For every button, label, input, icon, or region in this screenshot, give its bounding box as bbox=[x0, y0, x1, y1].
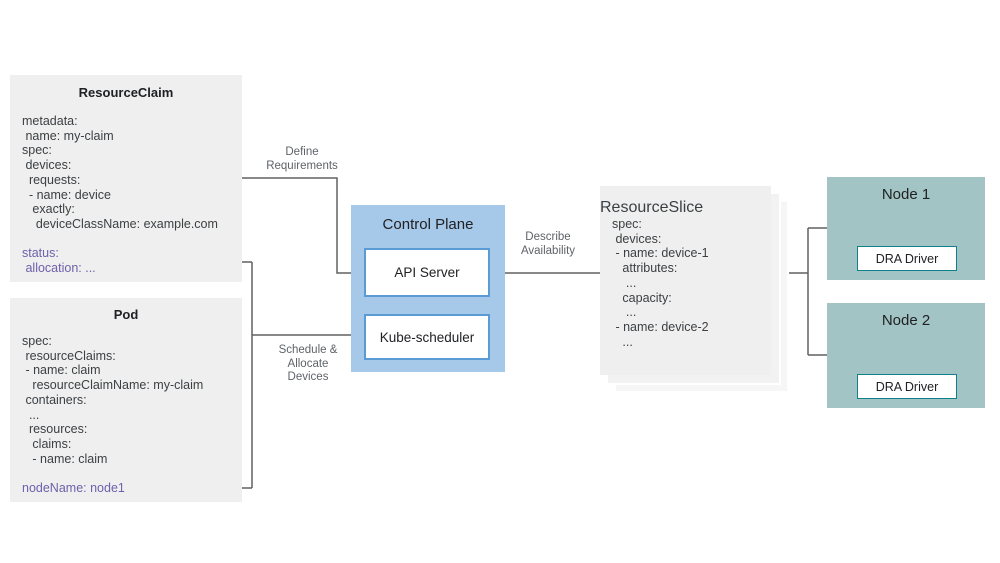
yaml-line: nodeName: node1 bbox=[22, 481, 125, 496]
yaml-line: exactly: bbox=[22, 202, 75, 217]
pod-title: Pod bbox=[113, 307, 139, 322]
yaml-line: devices: bbox=[22, 158, 72, 173]
yaml-line bbox=[22, 466, 242, 481]
resource-slice-title: ResourceSlice bbox=[600, 199, 704, 216]
yaml-line: metadata: bbox=[22, 114, 78, 128]
yaml-line: requests: bbox=[22, 172, 81, 187]
yaml-line: attributes: bbox=[612, 261, 678, 276]
api-server-box: API Server bbox=[364, 248, 490, 297]
yaml-line: claims: bbox=[22, 436, 72, 451]
yaml-line: containers: bbox=[22, 392, 87, 407]
control-plane-box: Control Plane API Server Kube-scheduler bbox=[351, 205, 505, 372]
yaml-line: allocation: ... bbox=[22, 261, 96, 276]
node2-dra-driver-box: DRA Driver bbox=[857, 374, 957, 399]
yaml-line: name: my-claim bbox=[22, 128, 114, 143]
yaml-line: - name: device-1 bbox=[612, 246, 709, 261]
yaml-line bbox=[22, 232, 242, 247]
yaml-line: status: bbox=[22, 246, 59, 261]
yaml-line: spec: bbox=[22, 143, 52, 158]
node2-box: Node 2 DRA Driver bbox=[827, 303, 985, 408]
node2-title: Node 2 bbox=[881, 312, 931, 329]
node1-box: Node 1 DRA Driver bbox=[827, 177, 985, 280]
yaml-line: resources: bbox=[22, 422, 88, 437]
pod-yaml: spec: resourceClaims: - name: claim reso… bbox=[10, 334, 242, 496]
node1-dra-driver-box: DRA Driver bbox=[857, 246, 957, 271]
yaml-line: - name: device bbox=[22, 187, 111, 202]
yaml-line: resourceClaims: bbox=[22, 348, 116, 363]
yaml-line: spec: bbox=[22, 334, 52, 348]
edge-define-requirements bbox=[242, 177, 355, 274]
yaml-line: - name: device-2 bbox=[612, 319, 709, 334]
yaml-line: capacity: bbox=[612, 290, 672, 305]
label-define-requirements: Define Requirements bbox=[266, 146, 338, 172]
yaml-line: resourceClaimName: my-claim bbox=[22, 378, 204, 393]
yaml-line: ... bbox=[612, 275, 637, 290]
yaml-line: ... bbox=[22, 407, 40, 422]
node1-title: Node 1 bbox=[881, 186, 931, 203]
yaml-line: ... bbox=[612, 305, 637, 320]
yaml-line: - name: claim bbox=[22, 363, 101, 378]
control-plane-title: Control Plane bbox=[382, 216, 474, 233]
yaml-line: deviceClassName: example.com bbox=[22, 216, 218, 231]
pod-box: Pod spec: resourceClaims: - name: claim … bbox=[10, 298, 242, 502]
resource-slice-box: ResourceSlice spec: devices: - name: dev… bbox=[600, 186, 771, 375]
resource-claim-title: ResourceClaim bbox=[78, 85, 174, 100]
yaml-line: devices: bbox=[612, 231, 662, 246]
label-schedule-allocate-devices: Schedule & Allocate Devices bbox=[278, 344, 338, 383]
kube-scheduler-box: Kube-scheduler bbox=[364, 314, 490, 360]
resource-slice-yaml: spec: devices: - name: device-1 attribut… bbox=[600, 217, 771, 349]
label-describe-availability: Describe Availability bbox=[520, 231, 576, 257]
yaml-line: ... bbox=[612, 334, 633, 349]
yaml-line: spec: bbox=[612, 217, 642, 231]
yaml-line: - name: claim bbox=[22, 451, 108, 466]
